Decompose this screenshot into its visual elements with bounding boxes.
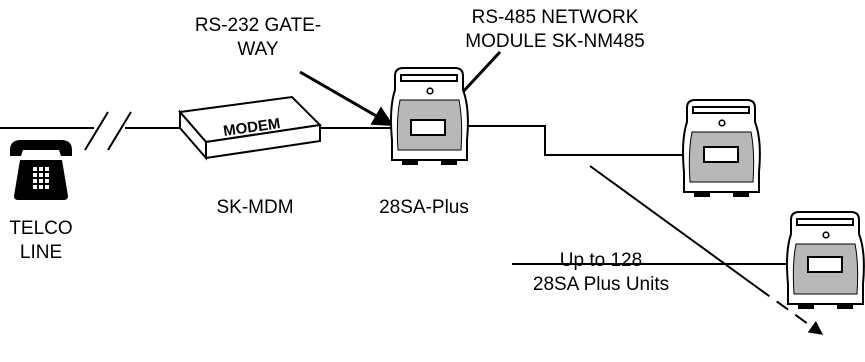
expansion-arrow-solid [589,165,759,289]
unit-icon [682,99,761,198]
connection-lines [0,111,825,265]
gateway-pointer-arrow [299,70,394,127]
unit-name-label: 28SA-Plus [379,197,469,218]
telephone-icon [10,140,72,200]
telco-break-mark-2 [107,111,132,151]
capacity-label: Up to 128 28SA Plus Units [532,250,670,295]
gateway-label: RS-232 GATE- WAY [194,15,322,60]
telco-break-mark-1 [84,111,109,151]
network-module-slot [807,256,843,273]
unit-icon [390,67,469,166]
rs485-network-line [440,125,716,156]
network-module-slot [410,119,446,136]
modem-icon: MODEM [178,95,323,161]
telco-line-label: TELCO LINE [9,218,73,263]
network-module-slot [703,146,739,163]
unit-icon [786,211,865,310]
expansion-arrow-dashed [757,287,824,335]
network-module-label: RS-485 NETWORK MODULE SK-NM485 [465,7,645,52]
modem-name-label: SK-MDM [216,197,294,218]
